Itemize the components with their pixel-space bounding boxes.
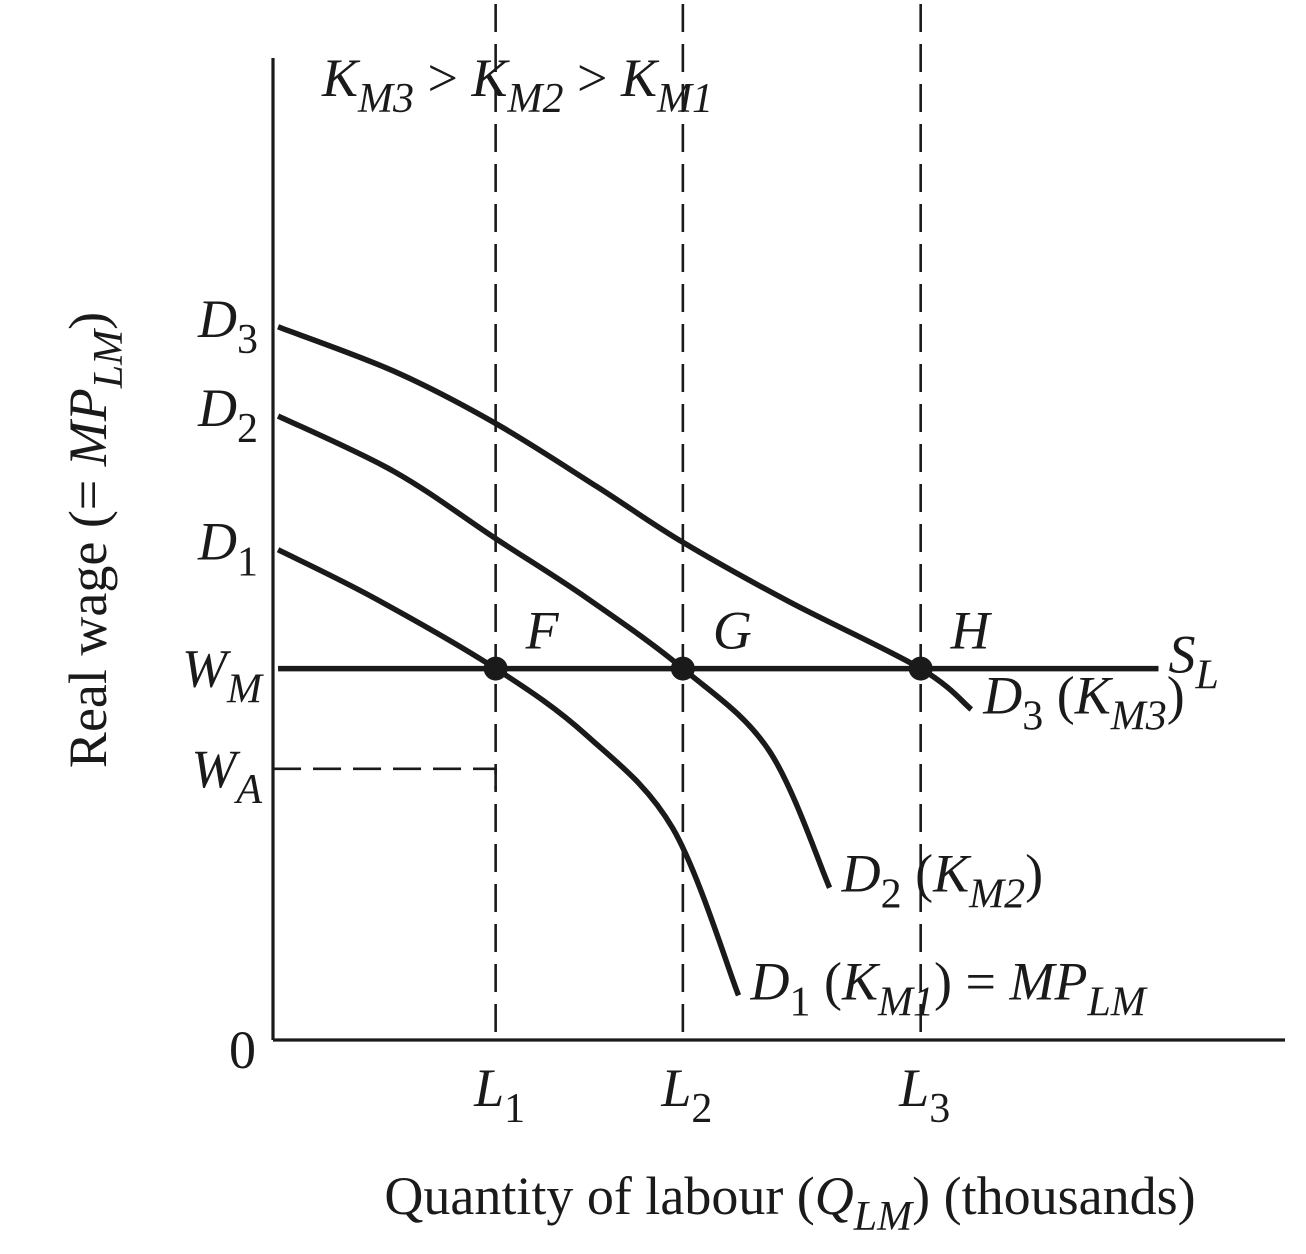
y-axis-label: Real wage (= MPLM​) [58,312,132,768]
supply-label: SL​ [1169,625,1219,699]
x-tick-L2: L2​ [660,1058,712,1132]
x-tick-L1: L1​ [473,1058,525,1132]
y-tick-WM: WM​ [182,639,264,713]
x-tick-L3: L3​ [898,1058,950,1132]
start-label-D3: D3​ [197,289,258,363]
point-label-H: H [950,601,993,661]
demand-curve-D3 [277,324,974,712]
reference-dashed-lines [273,4,922,1040]
point-H [908,656,933,681]
equilibrium-points [483,656,933,681]
origin-label: 0 [229,1020,256,1080]
demand-curve-D2 [276,413,833,889]
point-F [483,656,508,681]
demand-curves [276,324,974,997]
start-label-D1: D1​ [197,512,258,586]
axes [271,58,1285,1042]
point-G [670,656,695,681]
chart-labels: F G H D1​ D2​ D3​ D1​ (KM1​) = MPLM​ D2​ (KM2​)… [58,48,1219,1240]
end-label-D2: D2​ (KM2​) [841,844,1044,918]
y-tick-WA: WA​ [191,739,262,813]
dashed-line-WA [273,767,497,789]
end-label-D1: D1​ (KM1​) = MPLM​ [750,951,1148,1025]
point-label-G: G [713,601,752,661]
point-label-F: F [525,601,560,661]
x-axis-label: Quantity of labour (QLM​) (thousands) [384,1166,1195,1240]
capital-ordering-annotation: KM3​ > KM2​ > KM1​ [321,48,713,122]
start-label-D2: D2​ [197,378,258,452]
end-label-D3: D3​ (KM3​) [982,665,1185,739]
demand-curve-D1 [276,547,742,997]
